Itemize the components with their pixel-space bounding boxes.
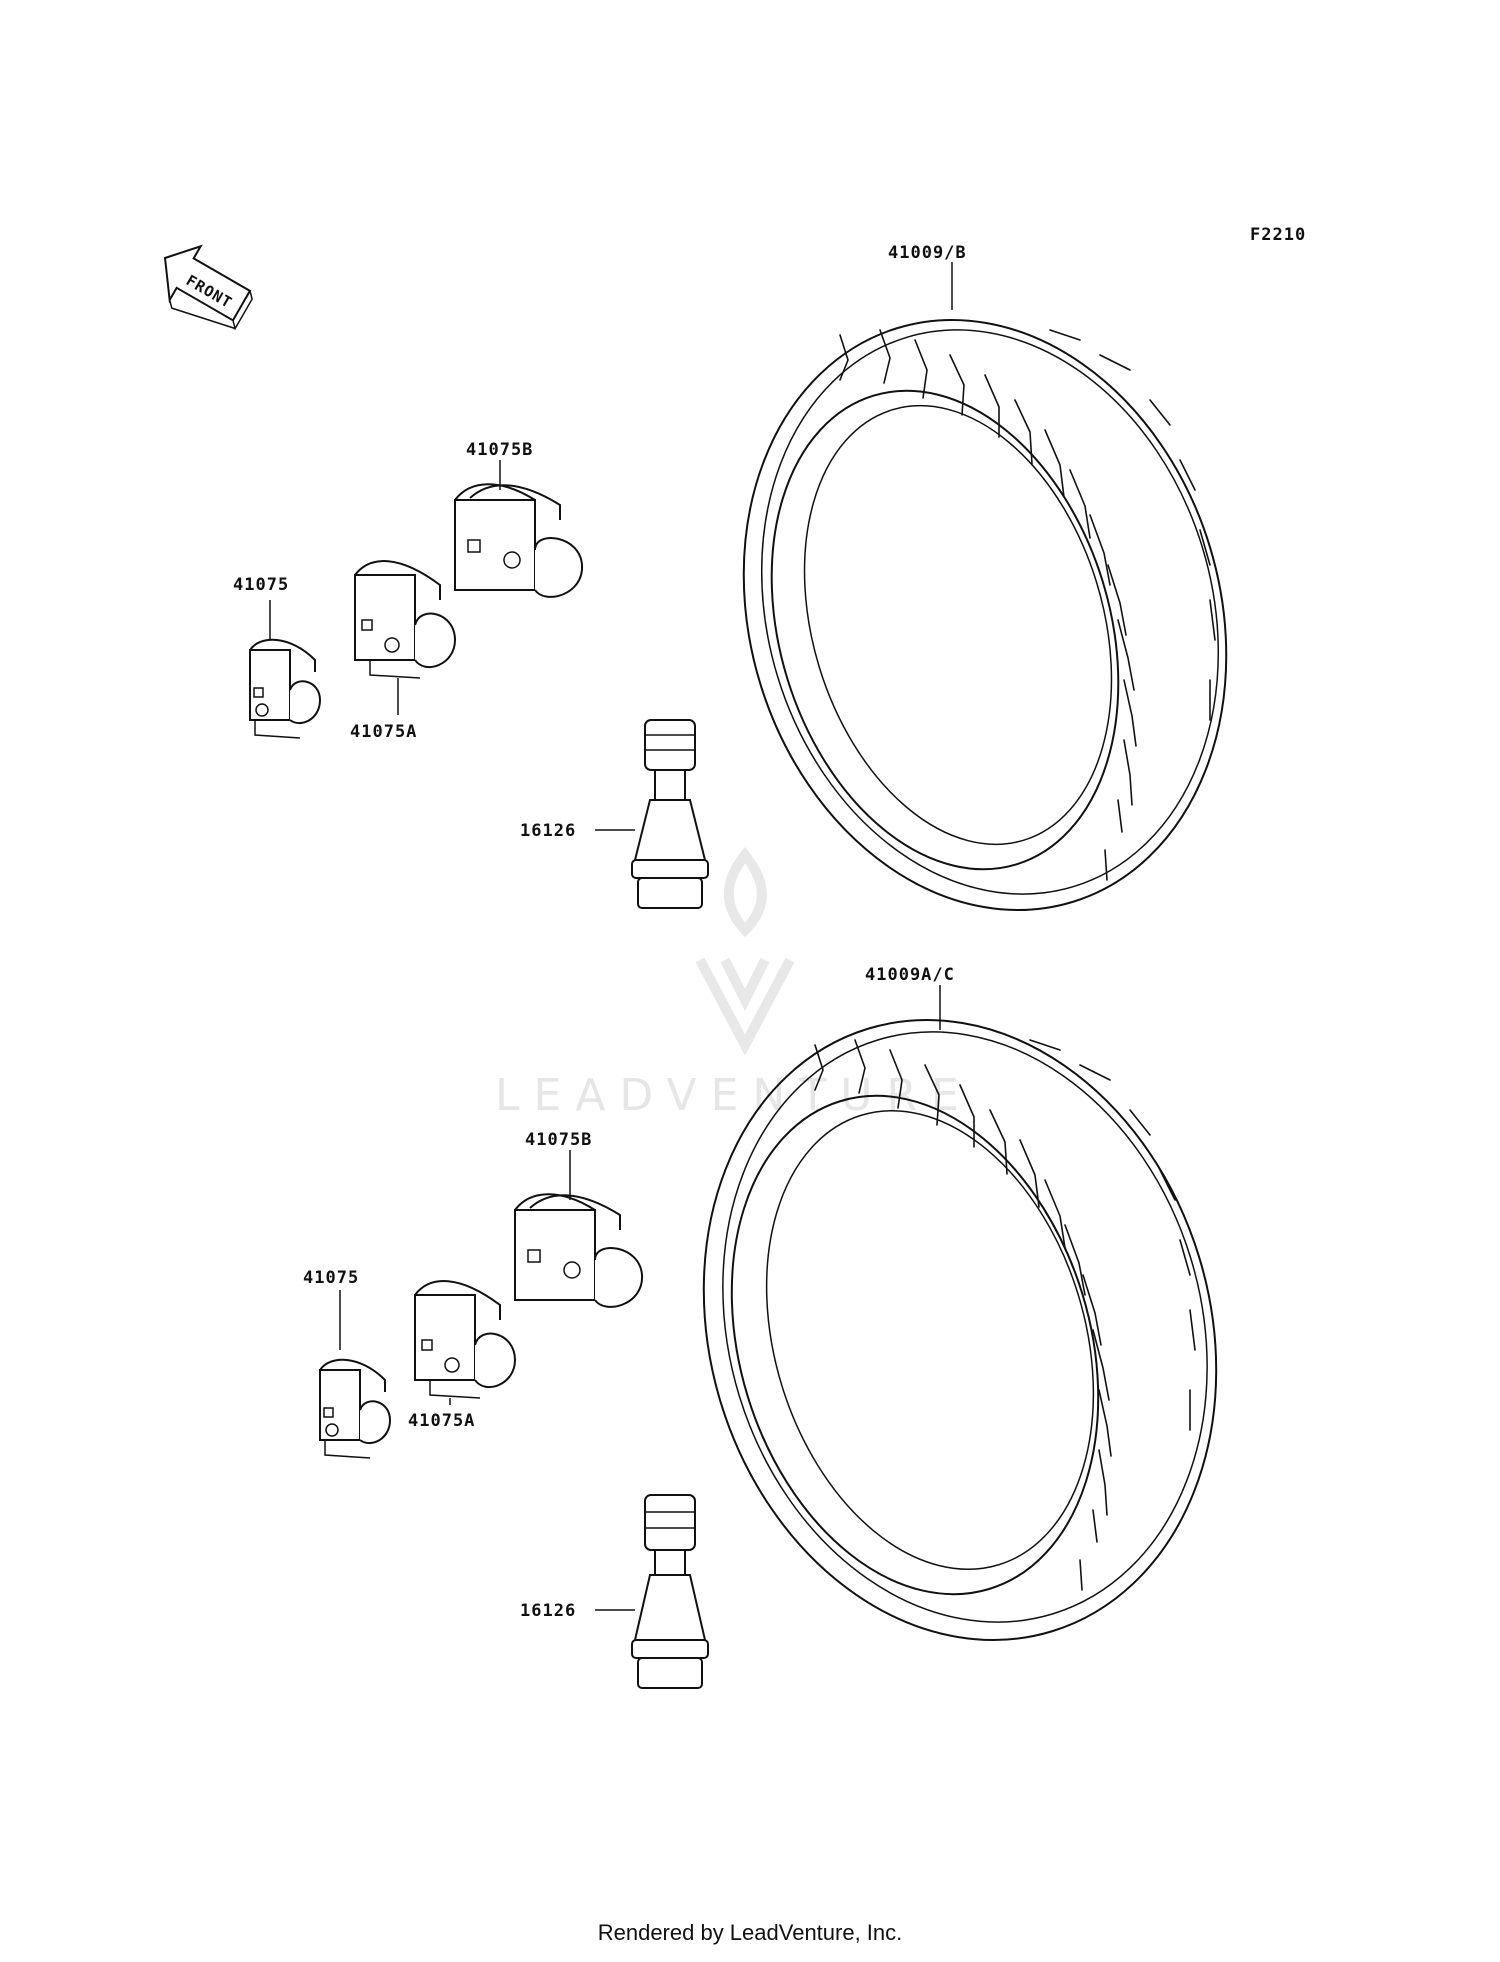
weight-41075a-lower: 41075A <box>408 1280 517 1431</box>
front-arrow-icon: FRONT <box>163 244 253 331</box>
footer-credit: Rendered by LeadVenture, Inc. <box>597 1920 903 1945</box>
weight-41075-lower: 41075 <box>303 1268 392 1459</box>
weight-41075b-upper: 41075B <box>454 440 584 598</box>
watermark-logo-icon <box>695 846 795 1056</box>
label-weight-a-lower: 41075A <box>408 1411 475 1431</box>
label-weight-upper: 41075 <box>233 575 289 595</box>
tire-41009a-c: 41009A/C <box>702 965 1218 1641</box>
label-weight-b-upper: 41075B <box>466 440 533 460</box>
label-weight-a-upper: 41075A <box>350 722 417 742</box>
valve-16126-lower: 16126 <box>520 1494 709 1689</box>
figure-code: F2210 <box>1250 225 1306 245</box>
label-weight-lower: 41075 <box>303 1268 359 1288</box>
weight-41075a-upper: 41075A <box>350 560 457 742</box>
label-tire-lower: 41009A/C <box>865 965 955 985</box>
label-weight-b-lower: 41075B <box>525 1130 592 1150</box>
label-tire-upper: 41009/B <box>888 243 967 263</box>
weight-41075-upper: 41075 <box>233 575 322 739</box>
lower-group: 41009A/C 41075B 41075A <box>303 965 1218 1689</box>
label-valve-lower: 16126 <box>520 1601 576 1621</box>
label-valve-upper: 16126 <box>520 821 576 841</box>
weight-41075b-lower: 41075B <box>514 1130 644 1308</box>
tire-41009-b: 41009/B <box>742 243 1228 912</box>
upper-group: 41009/B 41075B 41075A <box>233 243 1228 912</box>
valve-16126-upper: 16126 <box>520 719 709 909</box>
